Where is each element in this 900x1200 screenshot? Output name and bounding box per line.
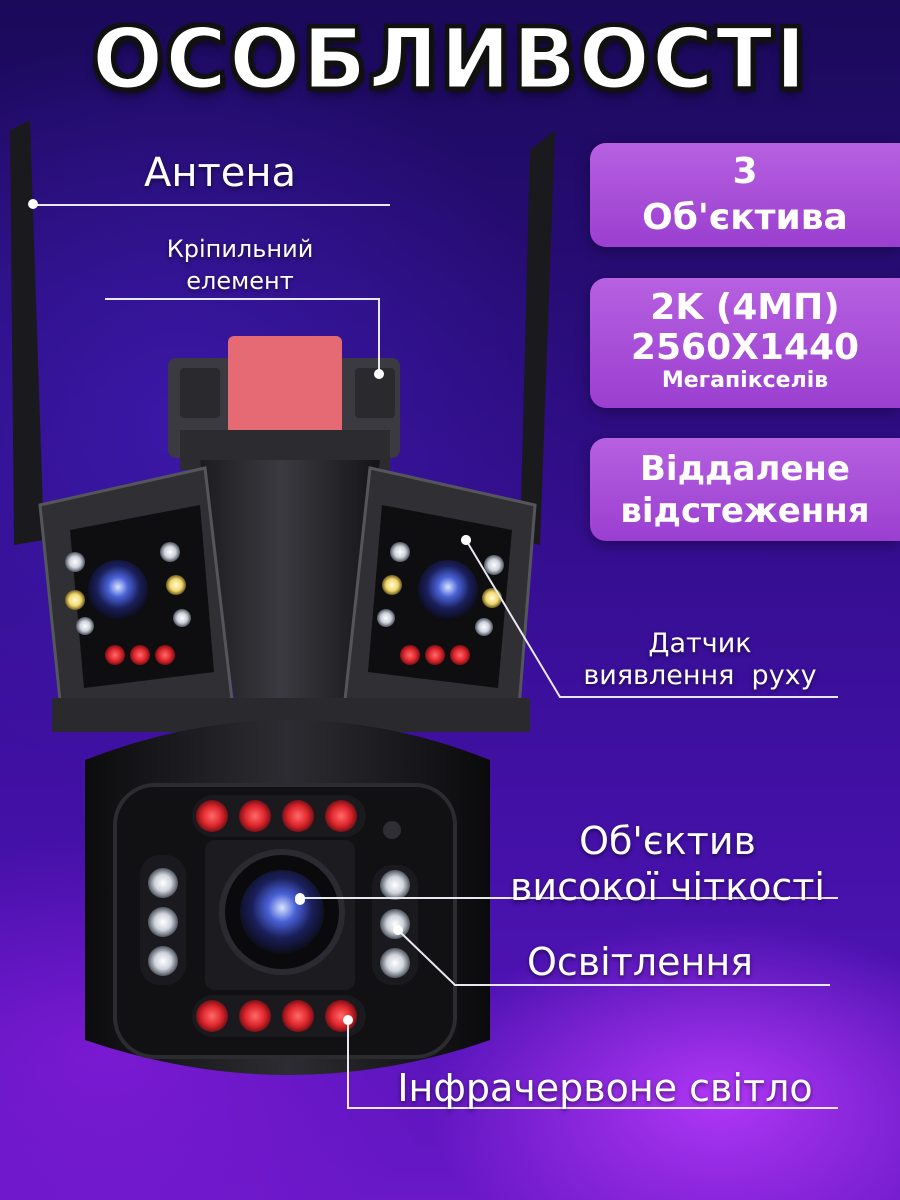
motion-label-line2: виявлення руху [583,660,817,691]
resolution-line3: Мегапікселів [661,368,829,393]
right-antenna [520,130,555,545]
mount-callout-dot [374,369,384,379]
resolution-badge: 2K (4МП) 2560X1440 Мегапікселів [590,278,900,408]
resolution-line1: 2K (4МП) [650,287,840,328]
antenna-label: Антена [143,150,297,196]
remote-tracking-badge: Віддалене відстеження [590,438,900,541]
motion-sensor-label: Датчик виявлення руху [565,628,835,692]
mount-label-line1: Кріпильний [166,235,314,263]
hd-lens-label: Об'єктив високої чіткості [495,818,840,910]
resolution-line2: 2560X1440 [630,327,860,368]
left-antenna [10,120,44,545]
antenna-callout-dot [28,199,38,209]
infrared-label: Інфрачервоне світло [397,1066,813,1110]
mount-label-line2: елемент [186,267,294,295]
antenna-callout-line [33,204,390,206]
mount-bracket [228,336,342,436]
mount-callout-line [105,298,380,300]
motion-label-line1: Датчик [648,628,752,659]
mount-callout-line-vertical [378,298,380,373]
mount-label: Кріпильний елемент [130,233,350,297]
lenses-badge: 3 Об'єктива [590,143,900,247]
page-title: ОСОБЛИВОСТІ [90,9,809,110]
remote-line1: Віддалене [640,449,850,489]
hd-label-line1: Об'єктив [579,819,756,863]
remote-line2: відстеження [620,491,870,531]
hd-label-line2: високої чіткості [509,865,825,909]
lenses-count: 3 [732,151,758,192]
lenses-label: Об'єктива [642,197,848,238]
lighting-label: Освітлення [526,940,754,984]
